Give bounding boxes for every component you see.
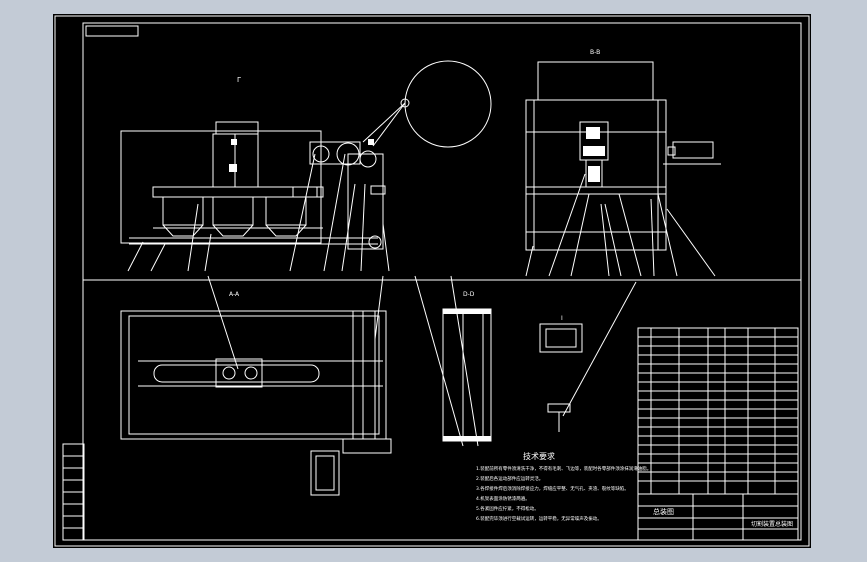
- section-hatch-1: [586, 127, 600, 139]
- view-marker: Γ: [237, 76, 241, 84]
- side-view-label: B-B: [590, 49, 600, 56]
- note-line: 3.各焊接件焊后须消除焊接应力，焊缝应平整、无气孔、夹渣、裂纹等缺陷。: [476, 485, 629, 492]
- corner-stamp: [85, 25, 139, 37]
- side-view: [525, 61, 721, 251]
- notes-title: 技术要求: [523, 451, 555, 461]
- drawing-sheet: Γ B-B A-A D-D I 技术要求 1.装配前所有零件须清洗干净，不得有毛…: [53, 14, 811, 548]
- plan-view: [120, 310, 392, 496]
- section-hatch-2: [583, 146, 605, 156]
- note-line: 1.装配前所有零件须清洗干净，不得有毛刺、飞边等，装配时各零部件须涂抹润滑油脂。: [476, 465, 651, 472]
- parts-list: [637, 327, 799, 495]
- outer-border: [54, 15, 810, 547]
- note-line: 6.装配完毕须进行空载试运转，运转平稳，无异常噪声及振动。: [476, 515, 602, 522]
- title-block: [637, 493, 799, 541]
- section-hatch-3: [588, 166, 600, 182]
- front-view: [120, 60, 492, 250]
- note-line: 5.各紧固件应拧紧，不得松动。: [476, 505, 539, 512]
- section-view-label: D-D: [463, 291, 475, 298]
- title-block-drawing-name: 切割装置总装图: [751, 520, 793, 528]
- detail-view-label: I: [561, 315, 563, 322]
- note-line: 4.机架表面涂防锈漆两遍。: [476, 495, 530, 502]
- leader-lines: [127, 153, 716, 447]
- cutting-disc: [404, 60, 492, 148]
- note-line: 2.装配后各运动部件应运转灵活。: [476, 475, 543, 482]
- drawing-canvas: Γ B-B A-A D-D I 技术要求 1.装配前所有零件须清洗干净，不得有毛…: [54, 15, 810, 547]
- detail-view: [539, 323, 583, 432]
- title-block-school: 总装图: [653, 507, 674, 516]
- inner-border: [82, 22, 802, 541]
- side-code-table: [62, 443, 85, 541]
- plan-view-label: A-A: [229, 291, 240, 298]
